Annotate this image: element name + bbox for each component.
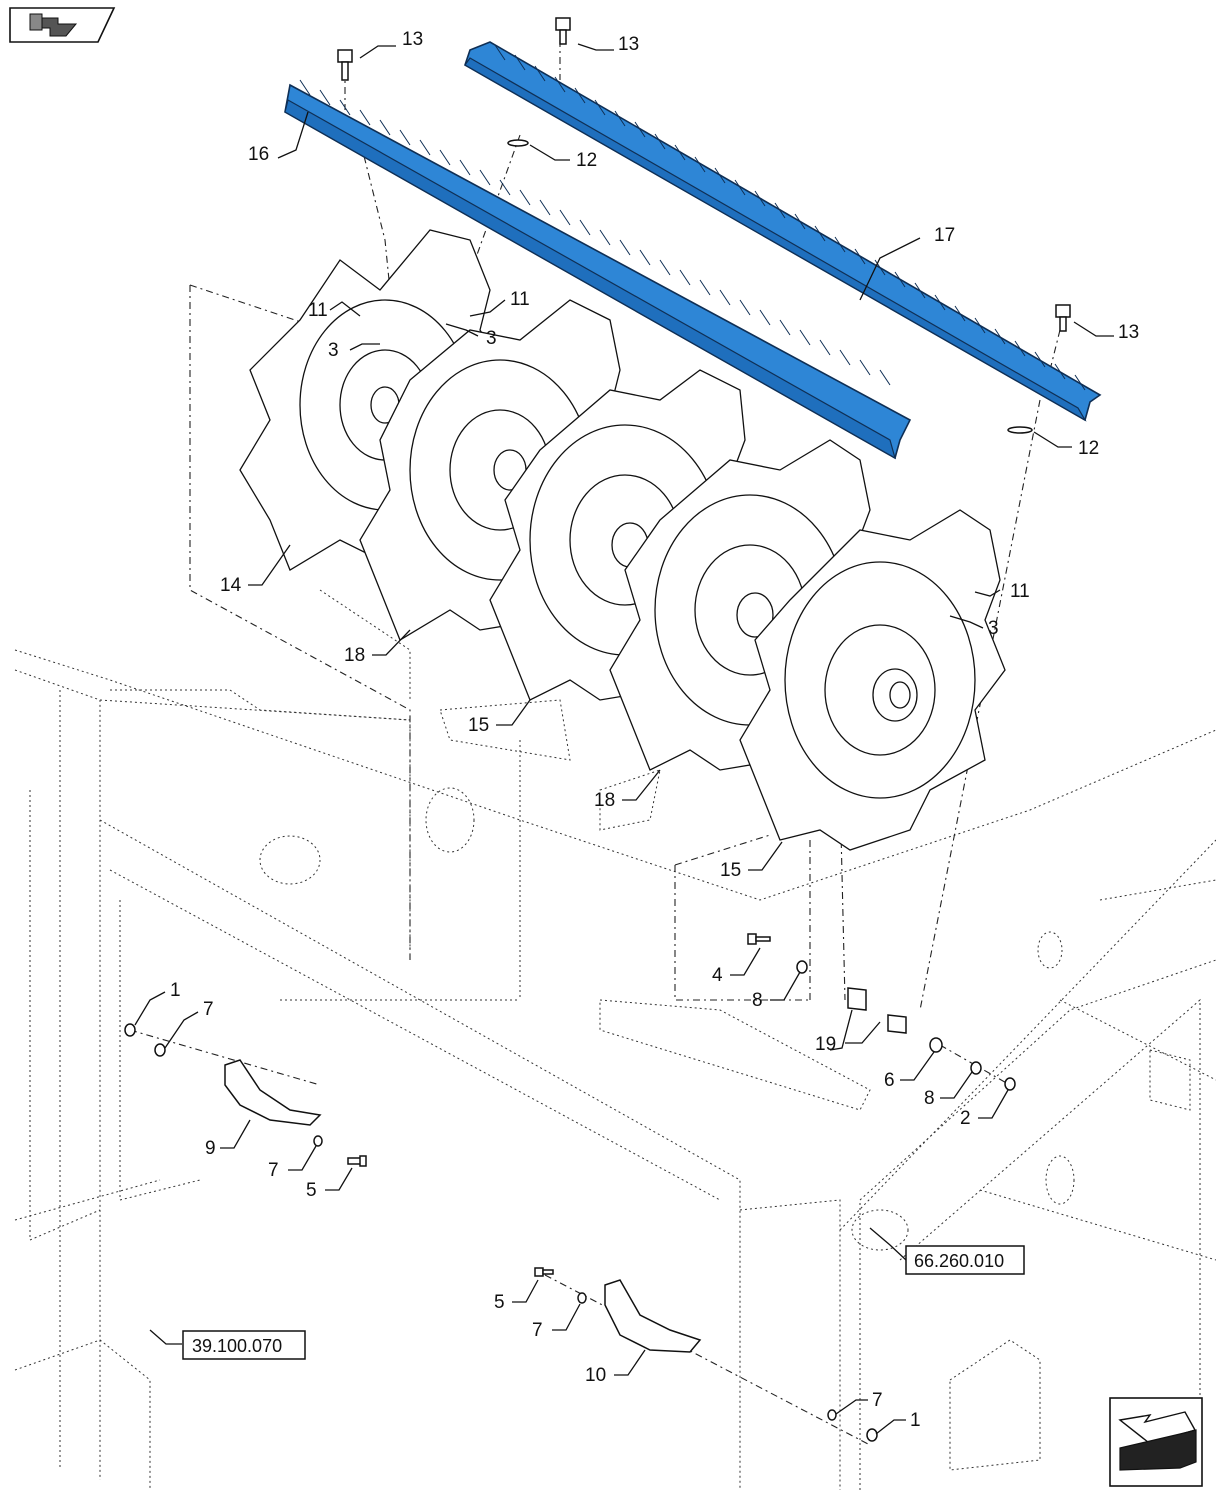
callout-17: 17: [934, 225, 955, 246]
next-page-arrow-icon[interactable]: [1109, 1397, 1203, 1487]
machine-frame-outline: [14, 589, 1216, 1490]
callout-19: 19: [815, 1034, 836, 1055]
star-disc-15-b[interactable]: [739, 509, 1006, 851]
callout-7: 7: [203, 999, 214, 1020]
washer-7-a[interactable]: [154, 1043, 166, 1057]
callout-14: 14: [220, 575, 242, 596]
bolt-4[interactable]: [747, 933, 771, 945]
callout-11: 11: [510, 289, 530, 310]
washer-8-b[interactable]: [970, 1061, 982, 1075]
parts-catalog-back-icon[interactable]: [9, 7, 116, 43]
bolt-13-b[interactable]: [555, 17, 571, 45]
callout-4: 4: [712, 965, 723, 986]
callout-13: 13: [1118, 322, 1139, 343]
callout-7: 7: [872, 1390, 883, 1411]
washer-12-a[interactable]: [507, 139, 529, 147]
callout-8: 8: [924, 1088, 935, 1109]
svg-text:66.260.010: 66.260.010: [914, 1251, 1004, 1271]
callout-11: 11: [308, 300, 328, 321]
callout-16: 16: [248, 144, 269, 165]
callout-15: 15: [720, 860, 741, 881]
bolt-5-a[interactable]: [347, 1155, 367, 1167]
callout-12: 12: [1078, 438, 1099, 459]
washer-6[interactable]: [929, 1037, 943, 1053]
callout-labels: 13 13 13 16 12 12 17 11 11 11 3 3 3 14 1…: [170, 29, 1139, 1431]
deflector-9[interactable]: [224, 1059, 322, 1126]
reference-link-66-260-010[interactable]: 66.260.010: [905, 1245, 1025, 1275]
callout-10: 10: [585, 1365, 606, 1386]
washer-12-b[interactable]: [1007, 426, 1033, 434]
svg-text:39.100.070: 39.100.070: [192, 1336, 282, 1356]
reference-link-39-100-070[interactable]: 39.100.070: [182, 1330, 306, 1360]
clip-19[interactable]: [847, 987, 907, 1034]
callout-3: 3: [988, 618, 999, 639]
callout-6: 6: [884, 1070, 895, 1091]
callout-leaders: [134, 43, 1114, 1435]
callout-7: 7: [532, 1320, 543, 1341]
bolt-5-b[interactable]: [534, 1267, 554, 1277]
washer-7-d[interactable]: [827, 1409, 837, 1421]
callout-12: 12: [576, 150, 597, 171]
nut-2[interactable]: [1004, 1077, 1016, 1091]
rasp-bar-17[interactable]: [464, 41, 1102, 422]
callout-3: 3: [486, 328, 497, 349]
washer-8-a[interactable]: [796, 960, 808, 974]
callout-9: 9: [205, 1138, 216, 1159]
callout-13: 13: [618, 34, 639, 55]
callout-3: 3: [328, 340, 339, 361]
nut-1-b[interactable]: [866, 1428, 878, 1442]
callout-8: 8: [752, 990, 763, 1011]
callout-18: 18: [594, 790, 615, 811]
washer-7-c[interactable]: [577, 1292, 587, 1304]
callout-5: 5: [306, 1180, 317, 1201]
nut-1-a[interactable]: [124, 1023, 136, 1037]
rasp-bar-16[interactable]: [284, 79, 912, 460]
callout-1: 1: [910, 1410, 921, 1431]
bolt-13-c[interactable]: [1055, 304, 1071, 332]
callout-7: 7: [268, 1160, 279, 1181]
callout-1: 1: [170, 980, 181, 1001]
bolt-13-a[interactable]: [337, 49, 353, 81]
callout-18: 18: [344, 645, 365, 666]
callout-2: 2: [960, 1108, 971, 1129]
washer-7-b[interactable]: [313, 1135, 323, 1147]
callout-5: 5: [494, 1292, 505, 1313]
callout-15: 15: [468, 715, 489, 736]
deflector-10[interactable]: [604, 1279, 702, 1353]
callout-11: 11: [1010, 581, 1030, 602]
callout-13: 13: [402, 29, 423, 50]
